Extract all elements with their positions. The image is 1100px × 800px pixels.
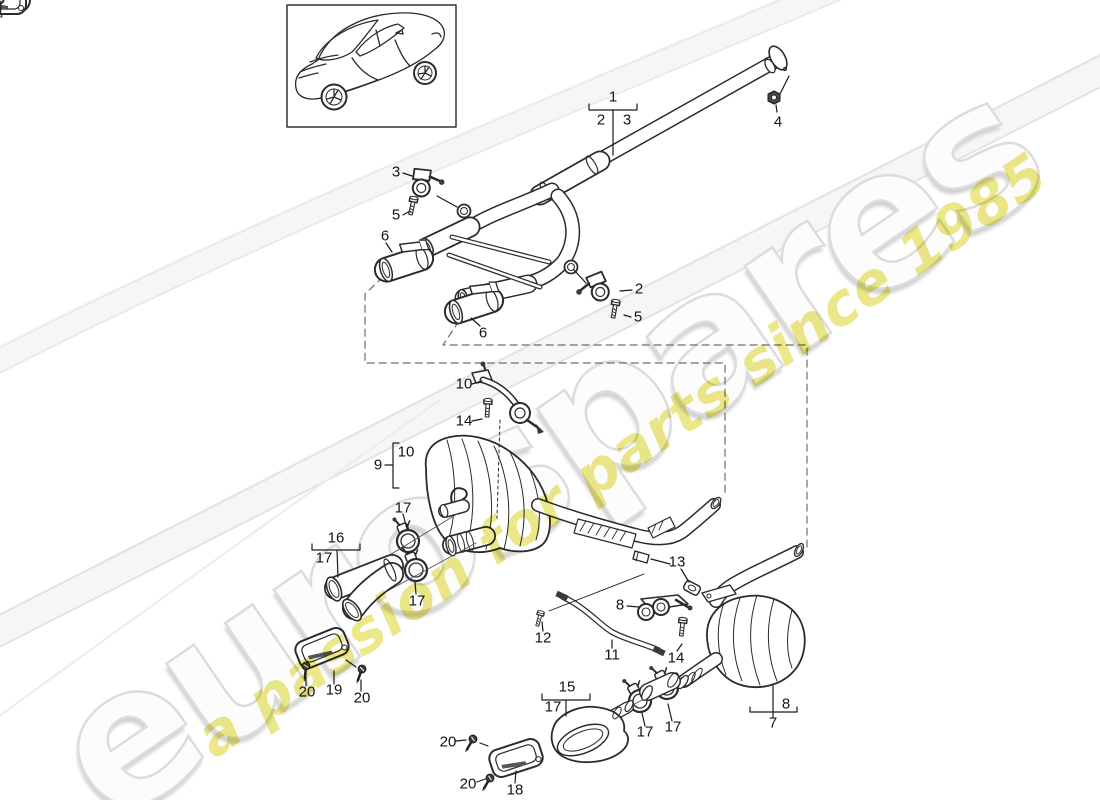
callout-14b[interactable]: 14 (667, 649, 685, 667)
callout-5b[interactable]: 5 (633, 308, 643, 326)
gasket (682, 580, 702, 596)
callout-8b[interactable]: 8 (781, 695, 791, 713)
callout-17f[interactable]: 17 (664, 718, 682, 736)
callout-15[interactable]: 15 (558, 678, 576, 696)
right-rear-silencer (639, 542, 806, 701)
callout-5[interactable]: 5 (391, 206, 401, 224)
callout-18[interactable]: 18 (506, 781, 524, 799)
callout-20d[interactable]: 20 (459, 775, 477, 793)
callout-4[interactable]: 4 (773, 113, 783, 131)
callout-12[interactable]: 12 (534, 629, 552, 647)
callout-20c[interactable]: 20 (439, 733, 457, 751)
assembly-leader-dashes (364, 276, 808, 548)
callout-8[interactable]: 8 (615, 596, 625, 614)
callout-1[interactable]: 1 (608, 88, 618, 106)
screw (0, 0, 5, 15)
left-rear-silencer (424, 434, 722, 564)
callout-3b[interactable]: 3 (391, 163, 401, 181)
callout-2[interactable]: 2 (596, 111, 606, 129)
callout-17c[interactable]: 17 (408, 592, 426, 610)
callout-7[interactable]: 7 (768, 714, 778, 732)
tailpipe-right-oval (550, 699, 634, 764)
callout-17d[interactable]: 17 (544, 698, 562, 716)
callout-16[interactable]: 16 (327, 529, 345, 547)
callout-2b[interactable]: 2 (634, 280, 644, 298)
right-hanger-bracket (637, 594, 693, 621)
callout-6[interactable]: 6 (380, 227, 390, 245)
callout-14[interactable]: 14 (455, 412, 473, 430)
tailpipe-trim (0, 0, 27, 15)
callout-6b[interactable]: 6 (478, 324, 488, 342)
callout-19[interactable]: 19 (325, 681, 343, 699)
callout-leader-lines (305, 75, 798, 784)
callout-10b[interactable]: 10 (397, 443, 415, 461)
tailpipe-left-dual (324, 554, 404, 622)
callout-17a[interactable]: 17 (394, 499, 412, 517)
callout-10[interactable]: 10 (455, 375, 473, 393)
callout-3[interactable]: 3 (622, 111, 632, 129)
front-pipe-assembly (417, 45, 788, 308)
silencer-hanger-assembly (471, 361, 544, 519)
flange-nut (767, 90, 781, 105)
callout-17e[interactable]: 17 (636, 723, 654, 741)
callout-13[interactable]: 13 (668, 553, 686, 571)
support-strap (555, 590, 666, 657)
callout-20a[interactable]: 20 (298, 683, 316, 701)
callout-11[interactable]: 11 (604, 646, 620, 664)
vehicle-thumbnail (286, 4, 457, 128)
panamera-car-icon (294, 12, 445, 111)
callout-17b[interactable]: 17 (315, 549, 333, 567)
callout-9[interactable]: 9 (373, 456, 383, 474)
callout-20b[interactable]: 20 (353, 689, 371, 707)
